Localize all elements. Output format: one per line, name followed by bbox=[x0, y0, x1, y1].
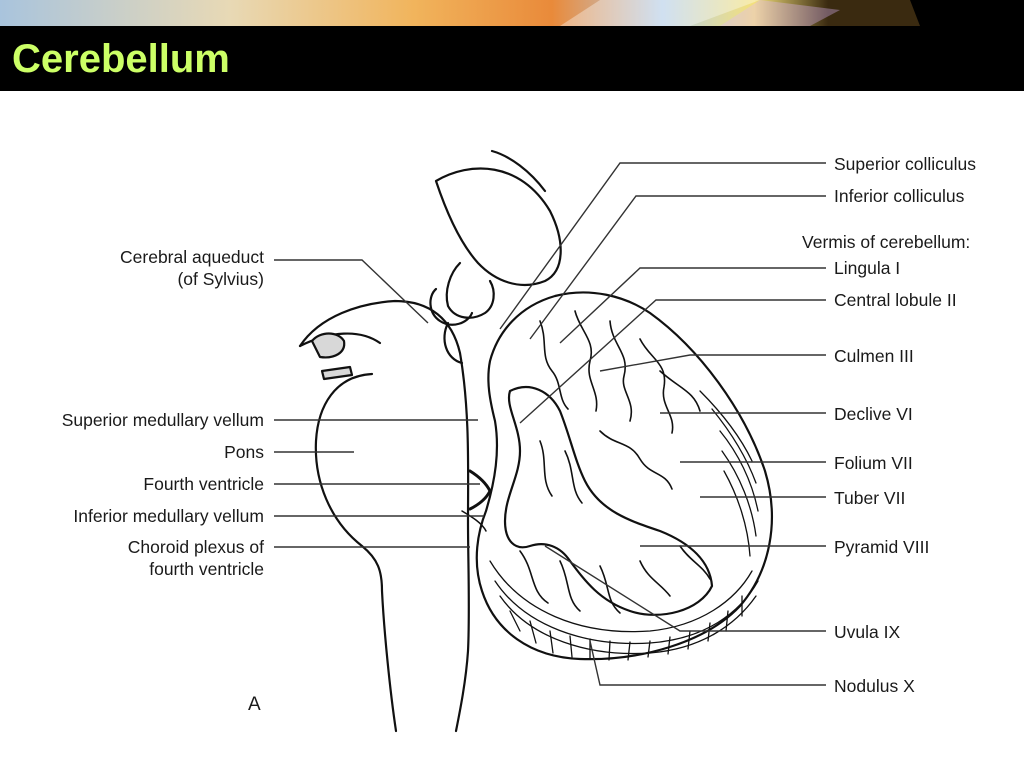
colliculi-outline bbox=[434, 167, 562, 286]
label-culmen: Culmen III bbox=[834, 346, 914, 366]
label-line: fourth ventricle bbox=[149, 559, 264, 579]
label-line: Choroid plexus of bbox=[127, 537, 264, 557]
brainstem-outline bbox=[298, 299, 470, 733]
cerebellum-diagram: Cerebral aqueduct (of Sylvius) Superior … bbox=[0, 91, 1024, 768]
label-declive: Declive VI bbox=[834, 404, 913, 424]
cerebellum-illustration bbox=[274, 149, 826, 733]
label-inferior-colliculus: Inferior colliculus bbox=[834, 186, 965, 206]
cerebellum-outline bbox=[475, 291, 773, 661]
slide-title: Cerebellum bbox=[12, 37, 230, 81]
label-vermis-heading: Vermis of cerebellum: bbox=[802, 232, 971, 252]
arbor-vitae bbox=[503, 386, 714, 616]
header-gradient-graphic bbox=[0, 0, 1024, 26]
panel-letter: A bbox=[248, 694, 261, 715]
label-pyramid: Pyramid VIII bbox=[834, 537, 930, 557]
label-inferior-medullary-vellum: Inferior medullary vellum bbox=[73, 506, 264, 526]
label-nodulus: Nodulus X bbox=[834, 676, 915, 696]
label-cerebral-aqueduct: Cerebral aqueduct (of Sylvius) bbox=[120, 246, 264, 290]
label-central-lobule: Central lobule II bbox=[834, 290, 957, 310]
title-bar: Cerebellum bbox=[0, 26, 1024, 91]
label-superior-colliculus: Superior colliculus bbox=[834, 154, 977, 174]
label-line: (of Sylvius) bbox=[177, 269, 264, 289]
label-pons: Pons bbox=[224, 442, 264, 462]
label-folium: Folium VII bbox=[834, 453, 913, 473]
decorative-header-strip bbox=[0, 0, 1024, 26]
label-choroid-plexus: Choroid plexus of fourth ventricle bbox=[128, 536, 264, 580]
label-lingula: Lingula I bbox=[834, 258, 901, 278]
label-tuber: Tuber VII bbox=[834, 488, 906, 508]
label-line: Cerebral aqueduct bbox=[120, 247, 264, 267]
label-uvula: Uvula IX bbox=[834, 622, 901, 642]
pons-outline bbox=[314, 372, 398, 733]
label-fourth-ventricle: Fourth ventricle bbox=[143, 474, 264, 494]
label-superior-medullary-vellum: Superior medullary vellum bbox=[61, 410, 264, 430]
